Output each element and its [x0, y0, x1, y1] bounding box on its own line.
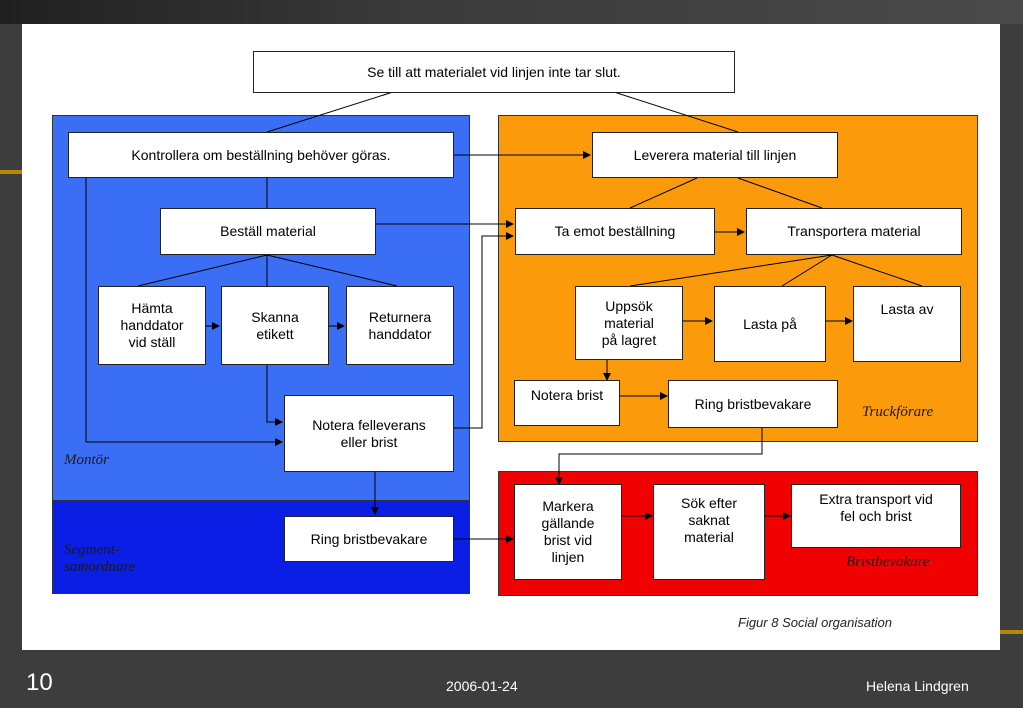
box-top-goal: Se till att materialet vid linjen inte t…: [253, 51, 735, 93]
box-fetch-handheld: Hämta handdator vid ställ: [98, 286, 206, 365]
arrow-scan-note: [266, 365, 283, 426]
label-segment: Segment- samordnare: [64, 542, 136, 575]
box-mark-shortage: Markera gällande brist vid linjen: [514, 484, 622, 580]
edge-accent-left: [0, 170, 22, 174]
arrow-note-receive: [454, 232, 514, 429]
box-receive-order: Ta emot beställning: [515, 208, 715, 255]
footer-date: 2006-01-24: [446, 678, 518, 694]
box-note-shortage: Notera brist: [514, 380, 620, 426]
page-number: 10: [26, 669, 53, 696]
box-scan-label: Skanna etikett: [221, 286, 329, 365]
figure-caption: Figur 8 Social organisation: [738, 615, 892, 630]
box-order-material: Beställ material: [160, 208, 376, 255]
edge-accent-right: [1000, 630, 1023, 634]
line-goal-check: [266, 91, 394, 133]
box-locate-material: Uppsök material på lagret: [575, 286, 683, 360]
connector-lines: [85, 91, 923, 543]
arrow-check-note: [85, 178, 283, 446]
box-note-misdelivery: Notera felleverans eller brist: [284, 395, 454, 472]
box-check-order-needed: Kontrollera om beställning behöver göras…: [68, 132, 454, 178]
arrow-ringtruck-mark: [555, 428, 763, 485]
line-order-fetch: [137, 254, 268, 287]
box-segment-ring: Ring bristbevakare: [284, 516, 454, 562]
line-goal-deliver: [613, 91, 739, 133]
line-order-return: [266, 254, 398, 287]
box-unload: Lasta av: [853, 286, 961, 362]
line-deliver-transport: [737, 177, 823, 209]
box-return-handheld: Returnera handdator: [346, 286, 454, 365]
slide: Se till att materialet vid linjen inte t…: [22, 24, 1000, 650]
box-load-on: Lasta på: [714, 286, 826, 362]
box-deliver-to-line: Leverera material till linjen: [592, 132, 838, 178]
box-search-missing: Sök efter saknat material: [653, 484, 765, 580]
line-transport-locate: [629, 254, 833, 287]
top-bar: [0, 0, 1023, 24]
line-transport-unload: [831, 254, 923, 287]
label-truck: Truckförare: [862, 404, 934, 420]
box-truck-ring: Ring bristbevakare: [668, 380, 838, 428]
label-brist: Bristbevakare: [846, 554, 930, 570]
box-transport-material: Transportera material: [746, 208, 962, 255]
label-montor: Montör: [64, 452, 109, 468]
line-transport-load: [781, 254, 833, 287]
box-extra-transport: Extra transport vid fel och brist: [791, 484, 961, 548]
line-deliver-receive: [629, 177, 698, 209]
footer-author: Helena Lindgren: [866, 678, 969, 694]
